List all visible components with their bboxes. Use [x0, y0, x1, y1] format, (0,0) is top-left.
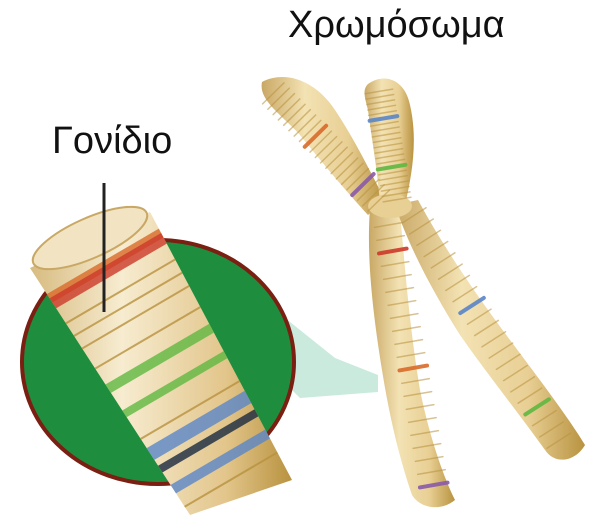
- zoom-beam: [282, 318, 378, 398]
- chromosome-label: Χρωμόσωμα: [288, 4, 505, 47]
- gene-label: Γονίδιο: [52, 120, 172, 163]
- chromosome: [262, 77, 585, 507]
